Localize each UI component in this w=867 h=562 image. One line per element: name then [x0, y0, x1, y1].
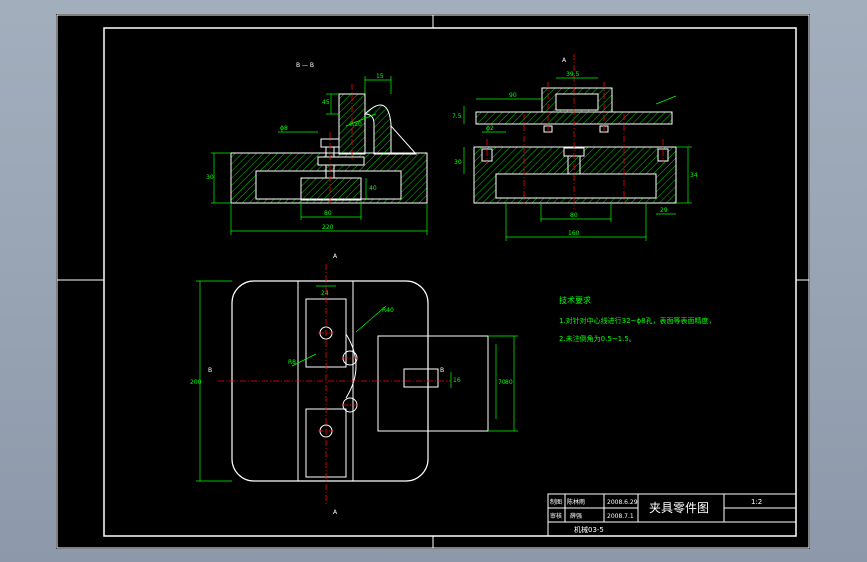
- dim-40-left: 40: [369, 185, 377, 192]
- dim-39-5: 39.5: [566, 71, 580, 78]
- dim-70: 70: [498, 379, 506, 386]
- section-mark-b-top: B: [440, 367, 444, 374]
- dims-right: [463, 77, 692, 241]
- section-mark-b-left: B: [208, 367, 212, 374]
- section-label-bb: B — B: [296, 62, 314, 69]
- dim-r8: R8: [288, 359, 296, 366]
- dim-labels-right: 160 80 90 34 29 30 7.5 39.5 ϕ2: [452, 71, 698, 237]
- notes-heading: 技术要求: [559, 295, 591, 305]
- dim-160: 160: [568, 230, 580, 237]
- dim-7-5: 7.5: [452, 113, 462, 120]
- dim-labels-left: 220 80 30 40 15 45 R10 ϕ8: [206, 73, 384, 231]
- row2-person: 薛强: [570, 512, 582, 520]
- dim-24: 24: [321, 290, 329, 297]
- dim-30-right: 30: [454, 159, 462, 166]
- dims-plan: [196, 280, 518, 482]
- drawing-sheet: 220 80 30 40 15 45 R10 ϕ8 B — B: [56, 14, 810, 549]
- drawing-scale: 1:2: [751, 498, 762, 506]
- dim-29: 29: [660, 207, 668, 214]
- dim-90: 90: [509, 92, 517, 99]
- drawing-number: 机械03-5: [574, 525, 604, 534]
- title-block: [547, 493, 797, 537]
- row1-role: 制图: [550, 498, 562, 506]
- zone-ticks: [57, 15, 809, 548]
- row1-date: 2008.6.29: [607, 499, 638, 506]
- row2-date: 2008.7.1: [607, 513, 634, 520]
- dim-labels-plan: 200 24 80 70 16 R40 R8: [190, 290, 513, 386]
- inner-border: [103, 27, 797, 537]
- outer-border: [56, 14, 810, 549]
- section-mark-a-top: A: [562, 57, 567, 64]
- section-mark-a-top-plan: A: [333, 253, 338, 260]
- notes-line-2: 2.未注倒角为0.5~1.5。: [559, 334, 636, 343]
- drawing-svg: 220 80 30 40 15 45 R10 ϕ8 B — B: [56, 14, 810, 549]
- dim-phi2: ϕ2: [486, 125, 494, 132]
- dim-45: 45: [322, 99, 330, 106]
- title-block-text: 夹具零件图 1:2 制图 陈林雨 2008.6.29 审核 薛强 2008.7.…: [550, 498, 762, 534]
- section-view-left: [230, 84, 428, 206]
- dim-34: 34: [690, 172, 698, 179]
- dim-16: 16: [453, 377, 461, 384]
- dims-left: [211, 76, 428, 235]
- notes-line-1: 1.对针对中心线进行32~ϕ8孔，表面等表面精度，: [559, 316, 716, 325]
- dim-80-right: 80: [570, 212, 578, 219]
- row2-role: 审核: [550, 512, 562, 520]
- dim-80-left: 80: [324, 210, 332, 217]
- dim-30-left: 30: [206, 174, 214, 181]
- plan-view: [218, 264, 489, 504]
- dim-15: 15: [376, 73, 384, 80]
- dim-220: 220: [322, 224, 334, 231]
- dim-r40: R40: [382, 307, 394, 314]
- section-view-right: [473, 54, 677, 209]
- dim-phi8: ϕ8: [280, 125, 288, 132]
- dim-200: 200: [190, 379, 202, 386]
- row1-person: 陈林雨: [567, 498, 585, 506]
- section-mark-a-bottom: A: [333, 509, 338, 516]
- dim-r10: R10: [350, 121, 362, 128]
- dim-80-plan: 80: [505, 379, 513, 386]
- technical-notes: 技术要求 1.对针对中心线进行32~ϕ8孔，表面等表面精度， 2.未注倒角为0.…: [559, 295, 716, 343]
- drawing-title: 夹具零件图: [649, 501, 709, 515]
